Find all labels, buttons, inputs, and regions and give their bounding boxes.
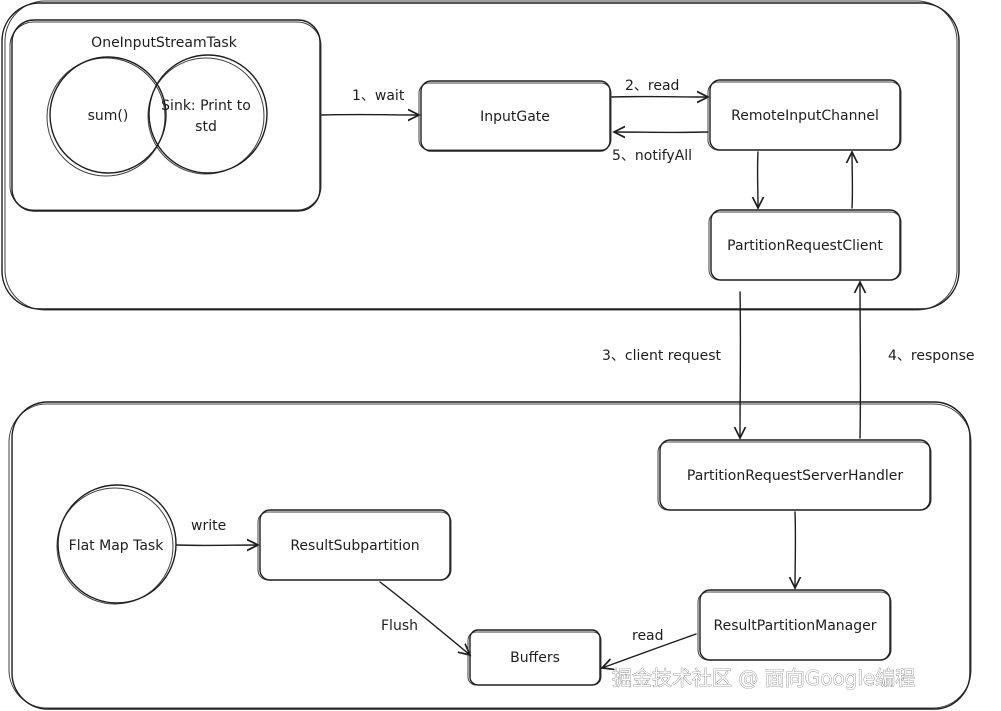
arrow-response: 4、response bbox=[860, 282, 975, 439]
input-gate-label: InputGate bbox=[480, 109, 550, 125]
arrow-notify-all: 5、notifyAll bbox=[612, 132, 709, 164]
arrow-flush: Flush bbox=[379, 581, 470, 655]
edge-label-read-top: 2、read bbox=[625, 78, 679, 94]
arrow-wait: 1、wait bbox=[321, 88, 419, 115]
partition-request-server-handler-box: PartitionRequestServerHandler bbox=[657, 439, 932, 511]
sink-label-line2: std bbox=[195, 119, 217, 135]
sink-node: Sink: Print to std bbox=[147, 54, 268, 175]
partition-request-client-label: PartitionRequestClient bbox=[727, 238, 883, 254]
sum-node: sum() bbox=[46, 56, 167, 177]
edge-label-write: write bbox=[191, 518, 226, 534]
remote-input-channel-box: RemoteInputChannel bbox=[707, 79, 902, 151]
edge-label-flush: Flush bbox=[381, 618, 418, 634]
flat-map-task-label: Flat Map Task bbox=[69, 538, 165, 554]
sum-label: sum() bbox=[88, 108, 129, 124]
result-partition-manager-box: ResultPartitionManager bbox=[697, 589, 892, 661]
flat-map-task-node: Flat Map Task bbox=[56, 484, 177, 605]
one-input-stream-task-box: OneInputStreamTask bbox=[9, 19, 322, 212]
edge-label-response: 4、response bbox=[888, 348, 975, 364]
arrow-read-top: 2、read bbox=[611, 78, 708, 97]
edge-label-wait: 1、wait bbox=[352, 88, 405, 104]
bottom-container bbox=[8, 401, 972, 710]
arrow-client-request: 3、client request bbox=[602, 291, 740, 438]
result-partition-manager-label: ResultPartitionManager bbox=[714, 618, 877, 634]
watermark-text: 掘金技术社区 @ 面向Google编程 bbox=[612, 666, 915, 690]
partition-request-client-box: PartitionRequestClient bbox=[708, 209, 902, 281]
one-input-stream-task-label: OneInputStreamTask bbox=[91, 35, 238, 51]
top-container bbox=[1, 0, 960, 311]
arrow-write: write bbox=[175, 518, 258, 545]
result-subpartition-box: ResultSubpartition bbox=[257, 509, 452, 581]
partition-request-server-handler-label: PartitionRequestServerHandler bbox=[687, 468, 903, 484]
result-subpartition-label: ResultSubpartition bbox=[290, 538, 419, 554]
arrow-read-bottom: read bbox=[602, 628, 697, 668]
buffers-label: Buffers bbox=[510, 650, 560, 666]
edge-label-client-request: 3、client request bbox=[602, 348, 722, 364]
edge-label-notify-all: 5、notifyAll bbox=[612, 148, 692, 164]
edge-label-read-bottom: read bbox=[632, 628, 664, 644]
sink-label-line1: Sink: Print to bbox=[161, 98, 251, 114]
buffers-box: Buffers bbox=[467, 629, 602, 686]
input-gate-box: InputGate bbox=[418, 80, 612, 152]
remote-input-channel-label: RemoteInputChannel bbox=[731, 108, 879, 124]
